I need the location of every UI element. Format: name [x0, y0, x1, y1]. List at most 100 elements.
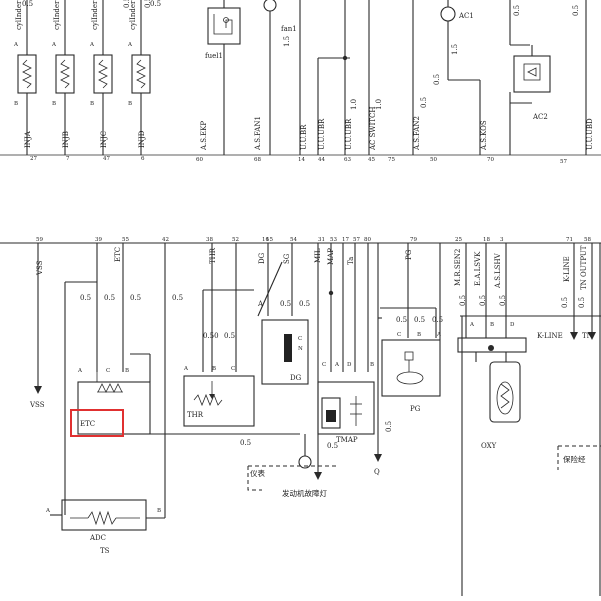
injector-group: cylInder A B INJA 27 cylInder A B INJB 7…	[13, 0, 161, 162]
pin-number: 39	[95, 237, 102, 243]
ts-box	[61, 499, 147, 531]
wire-size: 0.5	[513, 5, 521, 16]
signal-label: AC SWITCH	[369, 106, 377, 151]
pin-number: 54	[290, 237, 297, 243]
dg-sensor: DG SG C N DG A 0.5 0.5	[257, 243, 310, 385]
pin-label: B	[212, 366, 216, 372]
wire-size: 0.5	[123, 0, 131, 8]
inj-label-d: INJD	[138, 130, 146, 148]
inj-pin-c: 47	[103, 156, 110, 162]
thr-top-label: THR	[209, 247, 217, 264]
pin-label: B	[125, 368, 129, 374]
wire-size: 0.5	[432, 316, 443, 324]
signal-pin: 45	[368, 157, 375, 163]
pin-label: B	[417, 332, 421, 338]
pin-a-label: A	[51, 42, 57, 48]
pin-label: C	[397, 332, 401, 338]
pin-b-label: B	[90, 101, 94, 107]
pin-label: B	[490, 322, 494, 328]
mil-line: MIL 0.5 0.5 发动机故障灯	[240, 243, 338, 498]
vss-label: VSS	[29, 401, 45, 409]
inj-label-c: INJC	[100, 131, 108, 148]
pin-label: A	[334, 362, 340, 368]
fuel-label: fuel1	[205, 52, 223, 60]
signal-label: U.U.UBR	[318, 118, 326, 150]
signal-label: A.S.FAN1	[254, 116, 262, 151]
pin-number: 53	[330, 237, 337, 243]
instrument-box: 仪表	[247, 465, 338, 491]
pin-b-label: B	[128, 101, 132, 107]
wire-size: 1.0	[375, 99, 383, 110]
oxy-body	[489, 361, 521, 423]
ta-top-label: Ta	[347, 257, 355, 265]
sg-top-label: SG	[283, 253, 291, 264]
tmap-box	[317, 381, 375, 435]
pin-number: 31	[318, 237, 325, 243]
pin-label: A	[45, 508, 51, 514]
pin-a-label: A	[13, 42, 19, 48]
pin-label: A	[436, 332, 442, 338]
vss-top-label: VSS	[36, 260, 44, 276]
cyl-label-a: cylInder	[15, 0, 23, 30]
signal-pin: 50	[430, 157, 437, 163]
signal-label: U.U.BR	[300, 124, 308, 150]
pin-label: C	[322, 362, 326, 368]
pin-number: 18	[483, 237, 490, 243]
wire-size: 0.5	[104, 294, 115, 302]
cyl-label-d: cylInder	[129, 0, 137, 30]
top-signal-labels: A.S.EKP60A.S.FAN168U.U.BR14U.U.UBR44U.U.…	[196, 106, 594, 165]
wire-size: 0.5	[172, 294, 183, 302]
pin-label: A	[183, 366, 189, 372]
ac2-label: AC2	[532, 113, 548, 121]
pin-label: C	[106, 368, 110, 374]
kline-tn: K-LINE TN OUTPUT 0.5 0.5 K-LINE TN	[537, 243, 596, 340]
meter-label: 仪表	[250, 468, 265, 478]
fuel-relay-box	[207, 7, 241, 45]
pin-label: D	[510, 322, 515, 328]
oxy-sensor: M.R.SEN2 E.A.LSVK A.S.LSHV 0.5 0.5 0.5 A…	[454, 243, 527, 450]
wire-size: 0.5	[420, 97, 428, 108]
wire-size: 0.5	[414, 316, 425, 324]
injector-a: cylInder A B INJA 27	[13, 0, 37, 162]
injector-d: cylInder A B INJD 6	[127, 0, 151, 162]
pin-number: 3	[500, 237, 504, 243]
signal-label: U.U.UBD	[586, 118, 594, 150]
dg-label: DG	[290, 374, 302, 382]
inj-label-a: INJA	[24, 130, 32, 148]
signal-pin: 68	[254, 157, 261, 163]
pin-label: C	[298, 336, 302, 342]
fan-icon	[263, 0, 277, 12]
thr-box	[183, 375, 255, 427]
fuse-label: 保险经	[563, 454, 586, 464]
pin-label: D	[347, 362, 352, 368]
wire-size: 0.5	[385, 421, 393, 432]
signal-pin: 75	[388, 157, 395, 163]
pin-label: C	[231, 366, 235, 372]
ac1-label: AC1	[458, 12, 474, 20]
thr-label: THR	[187, 411, 204, 419]
adc-label: ADC	[89, 534, 106, 542]
edge-pin: 57	[560, 159, 567, 165]
kline-top-label: K-LINE	[563, 256, 571, 282]
signal-label: U.U.UBR	[345, 118, 353, 150]
wire-size: 0.5	[280, 300, 291, 308]
lshv-label: A.S.LSHV	[494, 252, 502, 289]
wire-size: 0.5	[561, 297, 569, 308]
signal-label: A.S.FAN2	[413, 116, 421, 151]
cyl-label-b: cylInder	[53, 0, 61, 30]
signal-pin: 63	[344, 157, 351, 163]
pin-number: 59	[36, 237, 43, 243]
lamp-label: 发动机故障灯	[282, 488, 327, 498]
signal-label: A.S.EKP	[200, 121, 208, 151]
pin-label: B	[370, 362, 374, 368]
pin-b-label: B	[14, 101, 18, 107]
ts-label: TS	[100, 547, 110, 555]
signal-pin: 14	[298, 157, 305, 163]
fan-wire: 1.5	[283, 36, 291, 47]
thr-sensor: THR 0.50 0.5 A B C THR	[183, 243, 255, 427]
wire-size: 0.5	[327, 442, 338, 450]
tn-top-label: TN OUTPUT	[580, 245, 588, 290]
oxy-label: OXY	[481, 442, 497, 450]
pin-label: N	[298, 346, 303, 352]
wire-size: 0.5	[22, 0, 33, 8]
